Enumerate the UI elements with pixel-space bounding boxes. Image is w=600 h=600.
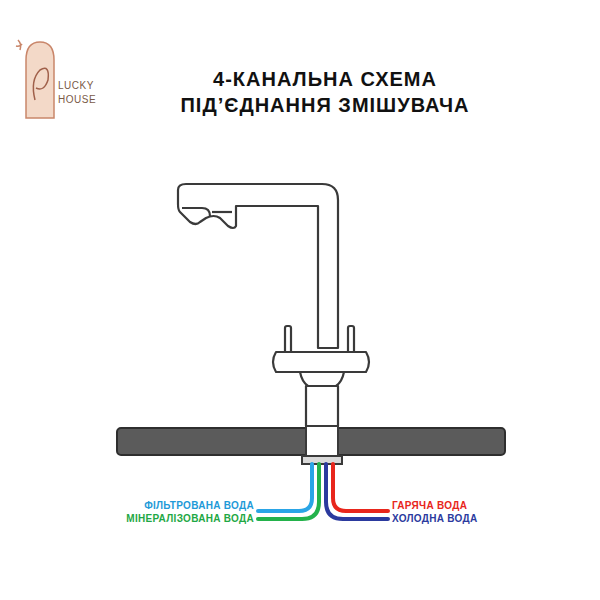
logo-mark (16, 40, 54, 118)
diagram-title: 4-КАНАЛЬНА СХЕМА ПІД’ЄДНАННЯ ЗМІШУВАЧА (145, 66, 505, 118)
hose-label: МІНЕРАЛІЗОВАНА ВОДА (126, 513, 254, 525)
hoses (258, 464, 388, 519)
hose-label: ХОЛОДНА ВОДА (392, 513, 478, 525)
hose-label: ФІЛЬТРОВАНА ВОДА (144, 500, 254, 512)
logo-text: LUCKY (58, 80, 94, 91)
hose-label: ГАРЯЧА ВОДА (392, 500, 467, 512)
mount-nut (302, 426, 342, 464)
logo-text: HOUSE (58, 94, 96, 105)
faucet (178, 184, 369, 426)
